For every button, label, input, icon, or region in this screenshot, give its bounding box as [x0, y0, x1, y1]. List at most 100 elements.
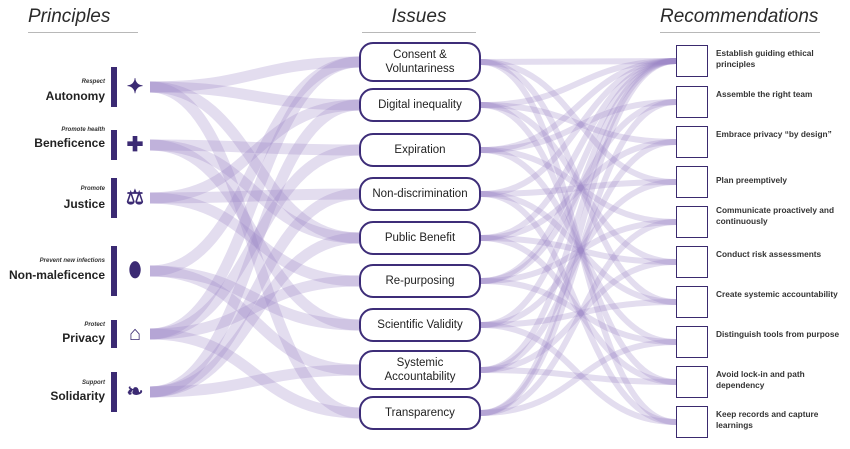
flow-ribbon — [149, 56, 360, 277]
recommendation-label: Establish guiding ethical principles — [716, 48, 814, 69]
principle-name: Non-maleficence — [8, 268, 105, 282]
recommendations-header: Recommendations — [660, 6, 820, 33]
flow-ribbon — [149, 81, 360, 111]
flow-ribbon — [480, 322, 677, 425]
flow-ribbon — [480, 179, 677, 197]
flow-ribbon — [149, 81, 360, 244]
recommendation-label: Avoid lock-in and path dependency — [716, 369, 805, 390]
principle-bar — [111, 372, 117, 412]
flow-ribbon — [480, 235, 677, 385]
recommendation-checkbox — [676, 166, 708, 198]
flow-ribbon — [480, 367, 677, 385]
recommendation-label: Conduct risk assessments — [716, 249, 822, 259]
principle-bar — [111, 130, 117, 160]
flow-ribbon — [149, 188, 360, 398]
flow-ribbon — [480, 139, 677, 373]
flow-ribbon — [480, 147, 677, 345]
flow-ribbon — [149, 99, 360, 398]
flow-ribbon — [480, 99, 677, 153]
principle-name: Autonomy — [45, 89, 105, 103]
flow-ribbon — [480, 219, 677, 284]
flow-ribbon — [480, 219, 677, 416]
recommendation-checkbox — [676, 286, 708, 318]
flow-ribbon — [480, 58, 677, 197]
flow-ribbon — [480, 139, 677, 241]
scales-icon: ⚖ — [126, 187, 144, 209]
issue-re-purposing: Re-purposing — [359, 264, 481, 298]
flow-ribbon — [149, 144, 360, 340]
flow-ribbon — [149, 139, 360, 244]
flow-ribbon — [480, 259, 677, 373]
recommendation-label: Embrace privacy “by design” — [716, 129, 832, 139]
flow-ribbon — [149, 139, 360, 156]
recommendation-label: Plan preemptively — [716, 175, 788, 185]
flow-ribbon — [149, 328, 360, 419]
principle-sub-label: Prevent new infections — [39, 258, 105, 264]
issues-header: Issues — [362, 6, 476, 33]
flow-ribbon — [480, 59, 677, 185]
flow-ribbon — [480, 58, 677, 153]
flow-ribbon — [149, 275, 360, 340]
issue-transparency: Transparency — [359, 396, 481, 430]
principle-sub-label: Promote health — [61, 127, 105, 133]
recommendation-checkbox — [676, 326, 708, 358]
flow-ribbon — [149, 364, 360, 398]
flow-ribbon — [480, 59, 677, 425]
person-icon: ✦ — [126, 76, 144, 98]
flow-ribbon — [149, 56, 360, 340]
flow-ribbon — [480, 102, 677, 145]
issue-public-benefit: Public Benefit — [359, 221, 481, 255]
flow-ribbon — [149, 99, 360, 204]
flow-ribbon — [480, 278, 677, 345]
recommendation-checkbox — [676, 406, 708, 438]
flow-ribbon — [480, 58, 677, 241]
flow-ribbon — [149, 188, 360, 204]
principle-bar — [111, 67, 117, 107]
recommendation-checkbox — [676, 126, 708, 158]
flow-ribbon — [149, 265, 360, 376]
issue-systemic-accountability: Systemic Accountability — [359, 350, 481, 390]
recommendation-checkbox — [676, 246, 708, 278]
issue-scientific-validity: Scientific Validity — [359, 308, 481, 342]
principle-name: Privacy — [62, 331, 105, 345]
flow-ribbon — [480, 58, 677, 373]
recommendation-label: Assemble the right team — [716, 89, 813, 99]
flow-ribbon — [480, 59, 677, 305]
recommendation-checkbox — [676, 206, 708, 238]
recommendation-checkbox — [676, 86, 708, 118]
flow-ribbon — [480, 339, 677, 416]
flow-ribbon — [149, 192, 360, 287]
recommendation-label: Communicate proactively and continuously — [716, 205, 835, 226]
flow-ribbon — [480, 299, 677, 328]
principle-sub-label: Support — [82, 380, 105, 386]
principle-name: Beneficence — [34, 136, 105, 150]
flow-ribbon — [480, 191, 677, 425]
lock-icon: ⌂ — [128, 323, 142, 345]
recommendation-label: Keep records and capture learnings — [716, 409, 819, 430]
principle-sub-label: Promote — [80, 186, 105, 192]
principle-name: Solidarity — [50, 389, 105, 403]
flow-ribbon — [480, 102, 677, 385]
recommendation-checkbox — [676, 45, 708, 77]
recommendation-label: Distinguish tools from purpose — [716, 329, 840, 339]
handshake-icon: ❧ — [126, 381, 144, 403]
flow-ribbon — [149, 265, 360, 331]
principle-name: Justice — [63, 197, 105, 211]
people-icon: ⬮ — [128, 259, 142, 281]
issue-non-discrimination: Non-discrimination — [359, 177, 481, 211]
recommendation-checkbox — [676, 366, 708, 398]
flow-ribbon — [149, 232, 360, 398]
flow-ribbon — [480, 58, 677, 65]
principle-bar — [111, 320, 117, 348]
flow-ribbon — [480, 99, 677, 416]
principles-header: Principles — [28, 6, 138, 33]
principle-sub-label: Respect — [81, 79, 105, 85]
issue-digital-inequality: Digital inequality — [359, 88, 481, 122]
flow-ribbon — [149, 81, 360, 419]
flow-ribbon — [480, 191, 677, 305]
principle-bar — [111, 178, 117, 218]
flow-ribbon — [480, 99, 677, 284]
flow-ribbon — [149, 139, 360, 331]
issue-expiration: Expiration — [359, 133, 481, 167]
flow-ribbon — [480, 58, 677, 416]
